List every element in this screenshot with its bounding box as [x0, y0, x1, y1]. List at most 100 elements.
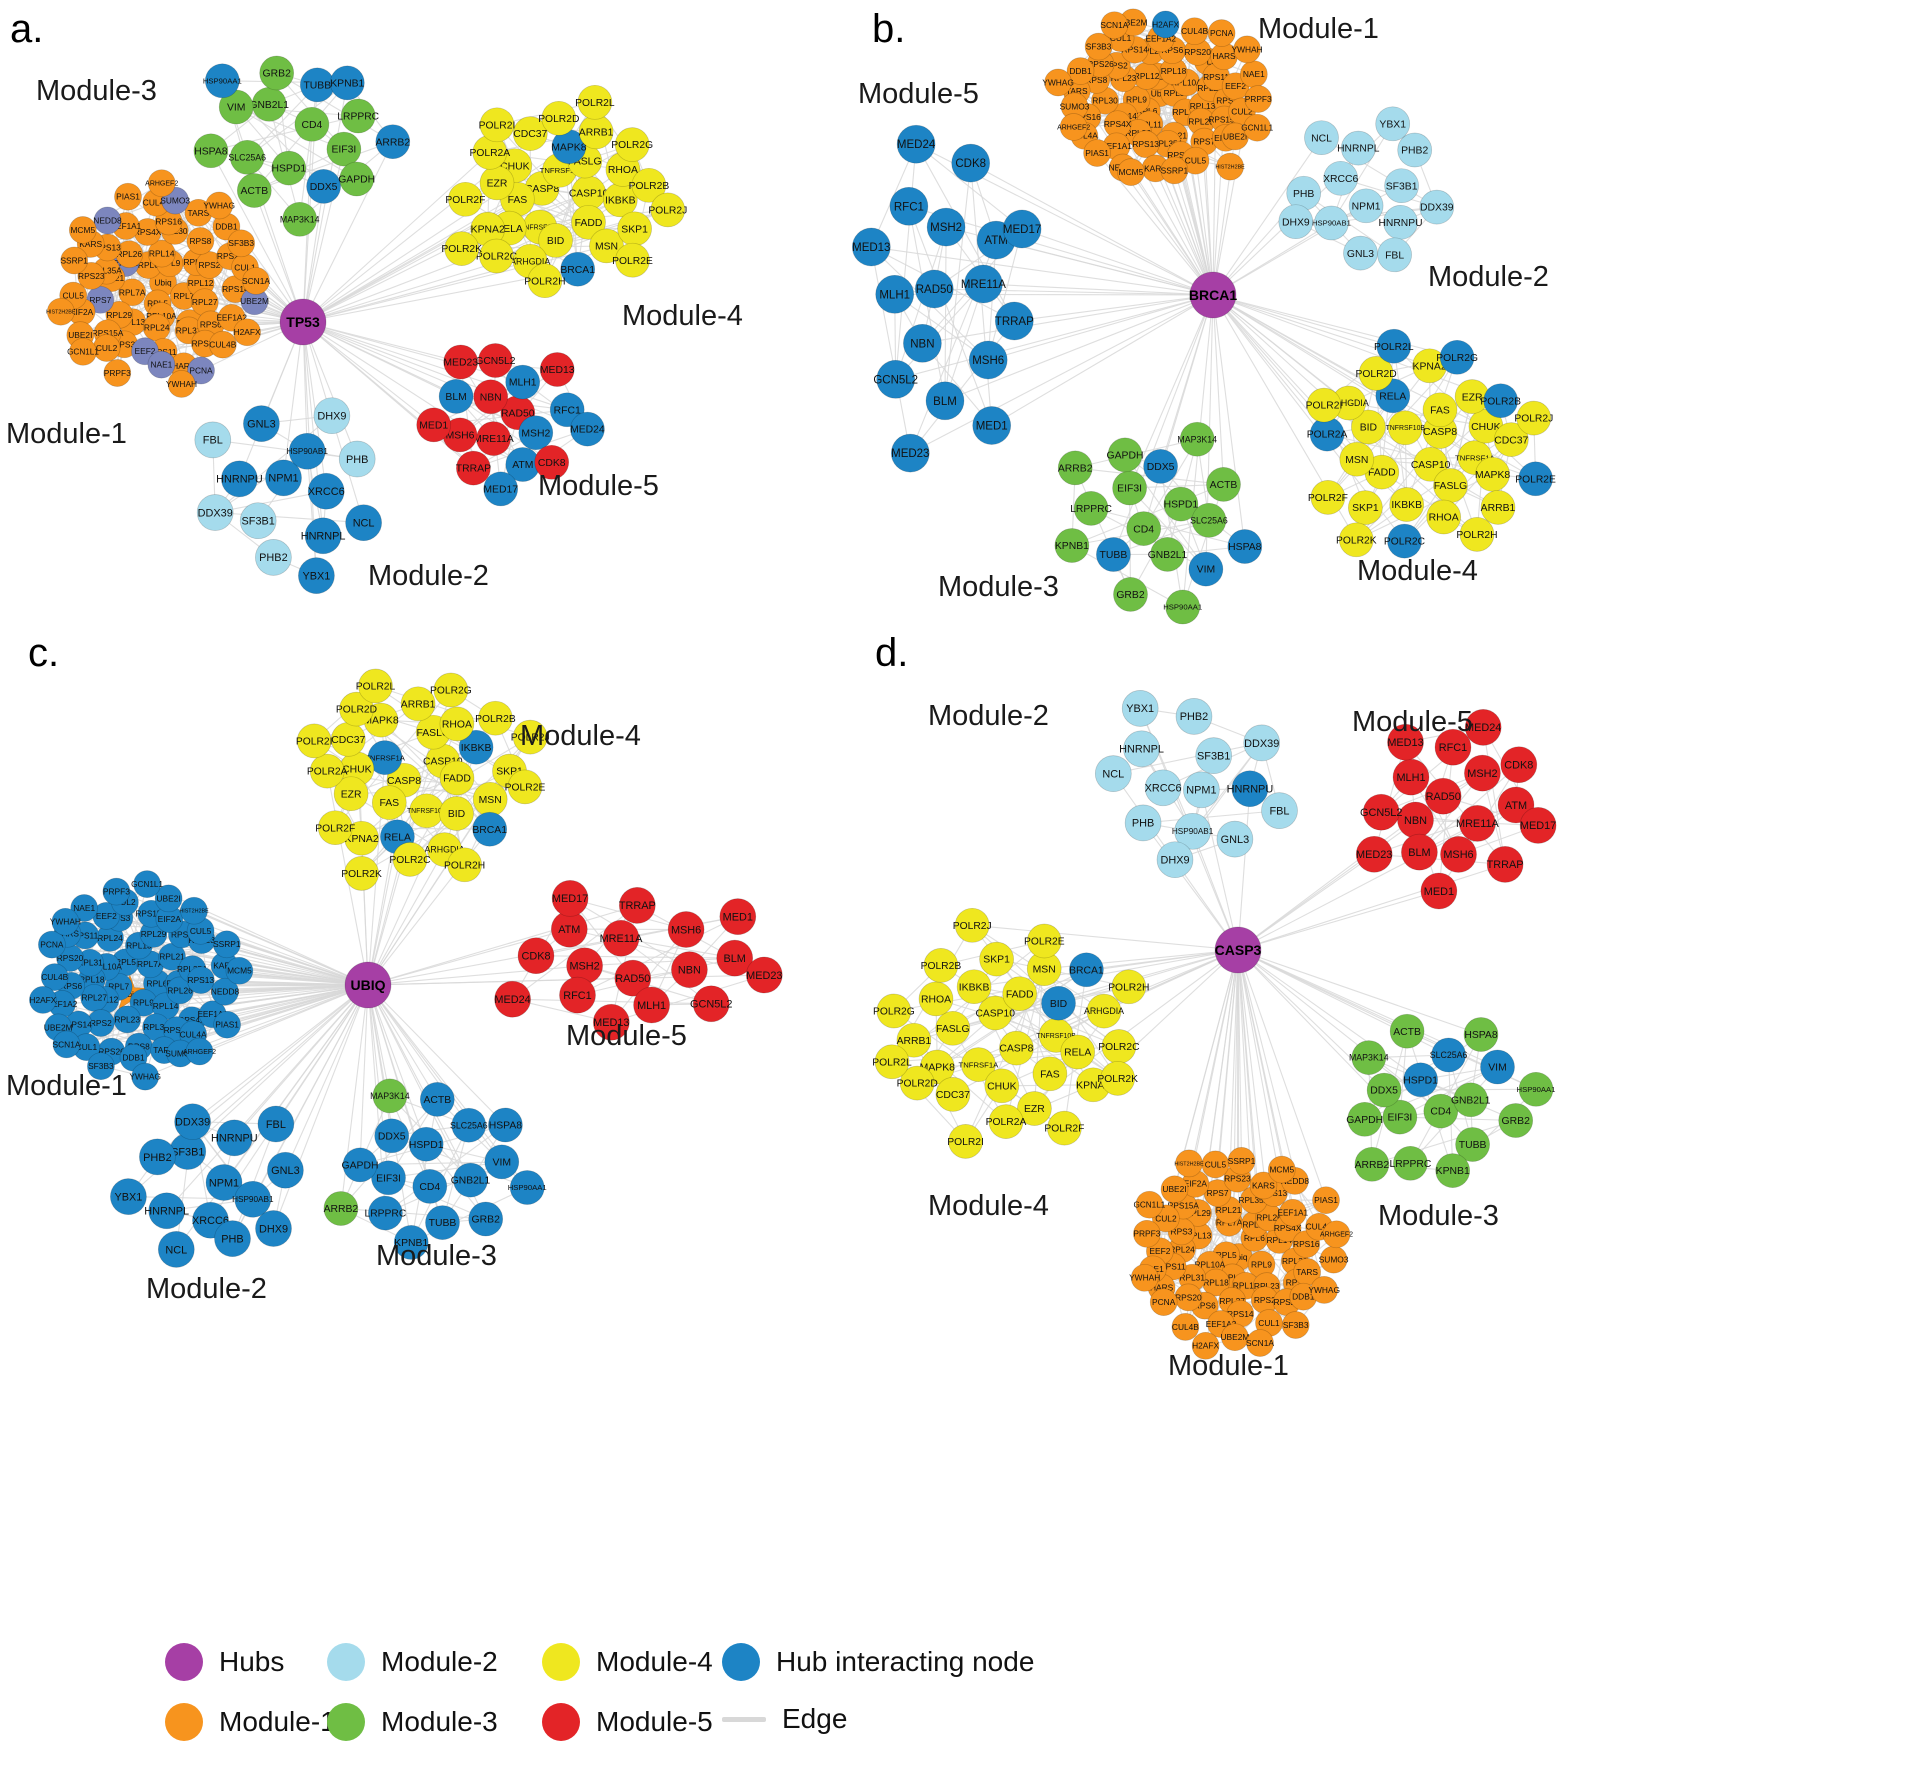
node-UBE2I: UBE2I: [1160, 1175, 1189, 1204]
node-SSRP1: SSRP1: [60, 246, 88, 275]
node-CASP8: CASP8: [999, 1030, 1034, 1066]
node-XRCC6: XRCC6: [308, 472, 345, 510]
node-MSH6: MSH6: [1440, 836, 1477, 873]
node-HARS: HARS: [1210, 42, 1238, 71]
hub-node-UBIQ: UBIQ: [344, 961, 392, 1009]
panel-b-nodes: UbiqRPL5RPL6RPL7RPL7ARPL9RPL10ARPL11RPL1…: [851, 8, 1556, 625]
node-CUL4B: CUL4B: [1180, 17, 1209, 46]
node-BID: BID: [1041, 985, 1076, 1021]
node-RPS20: RPS20: [1174, 1283, 1203, 1312]
node-FBL: FBL: [194, 421, 232, 459]
legend-label-module-4: Module-4: [596, 1646, 713, 1677]
node-PIAS1: PIAS1: [1083, 139, 1111, 167]
node-IKBKB: IKBKB: [956, 969, 992, 1005]
node-PRPF3: PRPF3: [103, 359, 132, 387]
node-YBX1: YBX1: [298, 557, 335, 594]
edge-color-swatch: [722, 1716, 766, 1722]
node-CD4: CD4: [412, 1169, 448, 1204]
node-DHX9: DHX9: [1278, 204, 1314, 240]
node-MSH2: MSH2: [518, 415, 554, 451]
node-MCM5: MCM5: [1117, 158, 1145, 186]
panel-letter-d: d.: [875, 631, 908, 675]
module-label-c-module-1: Module-1: [6, 1070, 127, 1102]
node-LRPPRC: LRPPRC: [1070, 491, 1113, 526]
node-SSRP1: SSRP1: [212, 930, 241, 959]
legend-label-module-2: Module-2: [381, 1646, 498, 1677]
node-EIF3I: EIF3I: [326, 131, 362, 167]
node-POLR2F: POLR2F: [1044, 1110, 1084, 1146]
node-CDC37: CDC37: [935, 1077, 971, 1112]
node-HSP90AA1: HSP90AA1: [1517, 1071, 1555, 1107]
panel-a-nodes: UbiqRPL5RPL6RPL7RPL7ARPL9RPL10ARPL11RPL1…: [46, 55, 687, 594]
svg-text:BRCA1: BRCA1: [1189, 287, 1237, 303]
node-XRCC6: XRCC6: [1145, 769, 1182, 807]
node-MED24: MED24: [570, 411, 605, 447]
module-label-d-module-5: Module-5: [1352, 706, 1473, 738]
node-MAP3K14: MAP3K14: [1177, 421, 1217, 457]
node-MAPK8: MAPK8: [1475, 456, 1510, 492]
node-RPL23: RPL23: [113, 1005, 142, 1034]
node-RPS13: RPS13: [1131, 130, 1160, 158]
node-PCNA: PCNA: [1149, 1288, 1178, 1316]
node-HSP90AA1: HSP90AA1: [508, 1170, 547, 1205]
node-NPM1: NPM1: [1183, 771, 1220, 809]
node-ARRB1: ARRB1: [400, 686, 436, 722]
node-GRB2: GRB2: [1113, 577, 1148, 612]
legend-label-hub-interacting-node: Hub interacting node: [776, 1646, 1035, 1677]
node-MSH6: MSH6: [968, 340, 1008, 380]
module-2-color-swatch: [327, 1643, 365, 1681]
node-SLC25A6: SLC25A6: [450, 1107, 488, 1143]
node-POLR2K: POLR2K: [1336, 522, 1377, 558]
node-DDX5: DDX5: [1143, 449, 1178, 484]
node-PRPF3: PRPF3: [102, 877, 131, 906]
node-PHB: PHB: [1124, 804, 1162, 842]
node-DDX5: DDX5: [1366, 1072, 1402, 1108]
node-ARRB2: ARRB2: [323, 1191, 358, 1226]
node-SF3B1: SF3B1: [239, 502, 277, 540]
node-POLR2I: POLR2I: [947, 1124, 984, 1159]
node-MRE11A: MRE11A: [1456, 805, 1500, 842]
node-ARRB2: ARRB2: [375, 124, 410, 160]
legend-item-edge: Edge: [722, 1703, 847, 1735]
legend-item-module-3: Module-3: [327, 1703, 498, 1741]
node-HSPD1: HSPD1: [271, 150, 306, 186]
node-MLH1: MLH1: [505, 364, 541, 400]
node-RAD50: RAD50: [914, 269, 954, 309]
node-PHB: PHB: [214, 1220, 251, 1257]
node-FADD: FADD: [439, 760, 475, 796]
node-KPNB1: KPNB1: [1435, 1153, 1471, 1188]
node-MCM5: MCM5: [225, 956, 254, 985]
node-HSPA8: HSPA8: [488, 1107, 523, 1143]
node-POLR2G: POLR2G: [430, 672, 472, 708]
node-POLR2G: POLR2G: [873, 993, 915, 1029]
node-MED13: MED13: [539, 352, 575, 387]
panel-c: UbiqRPL5RPL6RPL7RPL7ARPL9RPL10ARPL11RPL1…: [6, 631, 783, 1305]
node-SLC25A6: SLC25A6: [1430, 1037, 1468, 1073]
legend-item-module-2: Module-2: [327, 1643, 498, 1681]
hub-node-CASP3: CASP3: [1214, 926, 1262, 974]
module-label-b-module-1: Module-1: [1258, 13, 1379, 45]
node-UBE2M: UBE2M: [1220, 1323, 1249, 1352]
node-BLM: BLM: [925, 381, 965, 421]
node-GAPDH: GAPDH: [1346, 1101, 1383, 1137]
node-MED17: MED17: [1002, 209, 1042, 249]
node-PIAS1: PIAS1: [1312, 1186, 1340, 1215]
node-GCN5L2: GCN5L2: [690, 985, 732, 1023]
node-PHB2: PHB2: [1397, 132, 1433, 168]
node-CD4: CD4: [294, 106, 330, 142]
svg-text:UBIQ: UBIQ: [351, 977, 386, 993]
node-DDX39: DDX39: [196, 494, 234, 531]
node-DDX39: DDX39: [1419, 189, 1455, 225]
module-1-color-swatch: [165, 1703, 203, 1741]
node-MCM5: MCM5: [68, 216, 97, 244]
node-SCN1A: SCN1A: [53, 1030, 81, 1059]
legend-item-module-1: Module-1: [165, 1703, 336, 1741]
node-BID: BID: [439, 796, 474, 831]
node-DDX5: DDX5: [374, 1118, 410, 1154]
module-label-d-module-2: Module-2: [928, 700, 1049, 732]
node-NBN: NBN: [473, 379, 509, 415]
node-ARRB2: ARRB2: [1057, 450, 1093, 486]
module-label-c-module-3: Module-3: [376, 1240, 497, 1272]
node-BLM: BLM: [1401, 833, 1438, 871]
node-MSH6: MSH6: [667, 911, 705, 948]
